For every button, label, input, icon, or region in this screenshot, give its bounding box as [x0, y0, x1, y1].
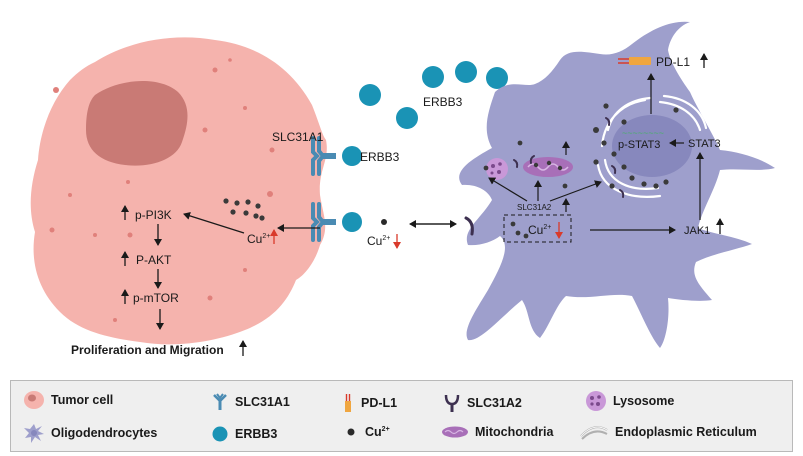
- label-pdl1: PD-L1: [656, 55, 690, 69]
- legend-lysosome-label: Lysosome: [613, 394, 675, 408]
- cu-dots-box: [510, 221, 529, 239]
- legend-slc31a2-label: SLC31A2: [467, 396, 522, 410]
- legend-cu-label: Cu2+: [365, 425, 390, 439]
- legend-oligodendrocytes: Oligodendrocytes: [23, 422, 157, 444]
- tumor-granules: [49, 58, 275, 322]
- endoplasmic-reticulum: [596, 94, 708, 198]
- label-slc31a2: SLC31A2: [517, 203, 552, 212]
- nucleus-green-text: ~~~~~~~~: [622, 128, 664, 138]
- erbb3-icon: [212, 426, 228, 442]
- lysosome-organelle: [486, 158, 508, 180]
- legend-lysosome: Lysosome: [585, 390, 674, 412]
- erbb3-bound-top: [342, 146, 362, 166]
- legend-tumor-cell-label: Tumor cell: [51, 393, 114, 407]
- label-p-pi3k: p-PI3K: [135, 208, 172, 222]
- tumor-nucleus: [86, 81, 188, 166]
- label-p-akt: P-AKT: [136, 253, 172, 267]
- diagram-canvas: SLC31A1 ERBB3 Cu2+ p-PI3K P-AKT p-mTOR P…: [30, 21, 775, 357]
- legend-erbb3: ERBB3: [211, 425, 277, 443]
- legend-erbb3-label: ERBB3: [235, 427, 278, 441]
- label-p-mtor: p-mTOR: [133, 291, 179, 305]
- box-to-er-arrow: [549, 180, 602, 202]
- pdl1-protein: [618, 57, 651, 65]
- legend-slc31a1-label: SLC31A1: [235, 395, 290, 409]
- label-erbb3-bound: ERBB3: [360, 150, 400, 164]
- oligodendrocyte: ~~~~~~~~: [459, 21, 775, 348]
- legend-mitochondria: Mitochondria: [441, 425, 553, 439]
- legend-oligodendrocytes-label: Oligodendrocytes: [51, 426, 158, 440]
- label-outcome: Proliferation and Migration: [71, 343, 224, 357]
- cu-cluster-tumor: [223, 198, 265, 221]
- legend-cu: Cu2+: [345, 425, 390, 439]
- legend-pdl1: PD-L1: [341, 393, 397, 413]
- oligodendrocyte-icon: [24, 424, 44, 443]
- slc31a2-icon: [444, 394, 460, 412]
- erbb3-bound-bottom: [342, 212, 362, 232]
- legend-pdl1-label: PD-L1: [361, 396, 398, 410]
- label-erbb3-free: ERBB3: [423, 95, 463, 109]
- box-to-lysosome-arrow: [488, 177, 528, 202]
- cu-to-pi3k-arrow: [183, 211, 245, 234]
- legend-er: Endoplasmic Reticulum: [579, 424, 757, 440]
- tumor-cell-icon: [24, 391, 44, 409]
- tumor-cell: [30, 37, 327, 345]
- cu-ion-extracellular: [381, 219, 387, 225]
- cu-dots-oligo: [483, 103, 679, 189]
- legend-slc31a1: SLC31A1: [211, 393, 290, 411]
- legend: Tumor cell Oligodendrocytes SLC31A1 ERBB…: [10, 380, 793, 452]
- legend-mitochondria-label: Mitochondria: [475, 425, 554, 439]
- pdl1-icon: [345, 394, 351, 412]
- legend-tumor-cell: Tumor cell: [23, 390, 113, 410]
- slc31a2-membrane: [464, 216, 474, 236]
- oligodendrocyte-nucleus: [612, 115, 692, 177]
- lysosome-icon: [586, 391, 606, 411]
- label-jak1: JAK1: [684, 225, 710, 237]
- slc31a2-internal: [513, 117, 625, 198]
- label-slc31a1: SLC31A1: [272, 130, 324, 144]
- legend-er-label: Endoplasmic Reticulum: [615, 425, 757, 439]
- label-cu-extracellular: Cu2+: [367, 234, 390, 248]
- er-icon: [580, 426, 608, 440]
- label-cu-tumor: Cu2+: [247, 232, 270, 246]
- cu-icon: [347, 428, 355, 436]
- label-stat3: STAT3: [688, 138, 721, 150]
- cu-pool-box: [503, 214, 572, 243]
- oligodendrocyte-body: [459, 21, 775, 348]
- mitochondria-icon: [442, 426, 468, 438]
- label-p-stat3: p-STAT3: [618, 139, 660, 151]
- label-cu-oligo: Cu2+: [528, 223, 551, 237]
- legend-slc31a2: SLC31A2: [443, 393, 522, 413]
- slc31a1-icon: [213, 393, 227, 410]
